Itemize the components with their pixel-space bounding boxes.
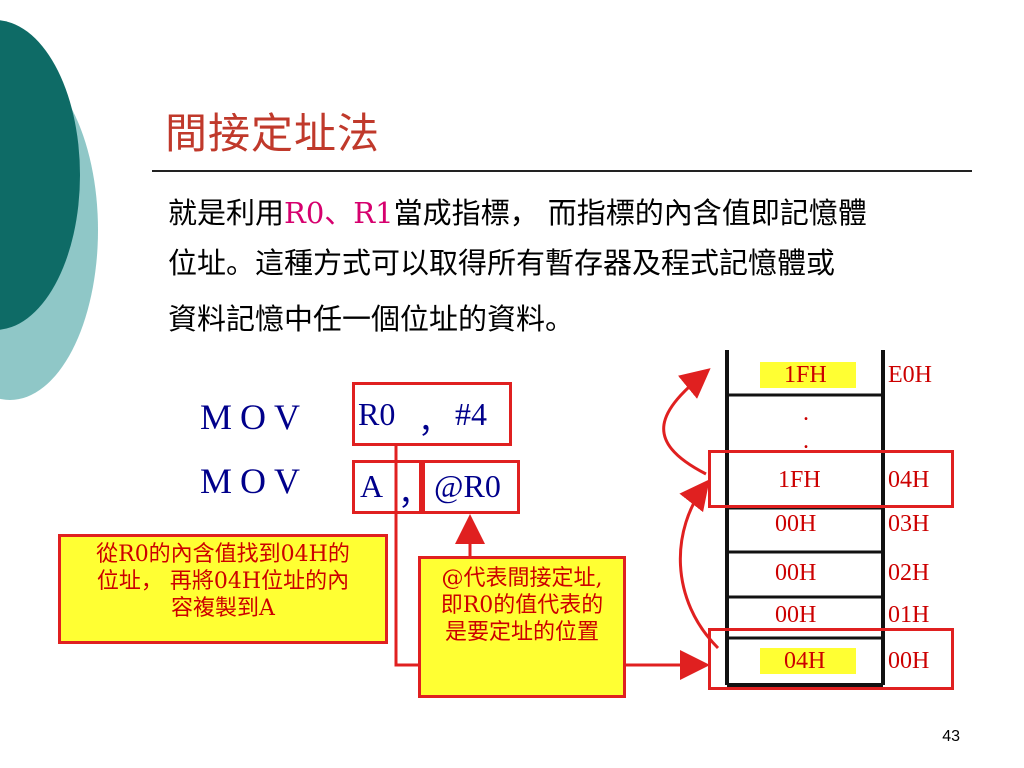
- memory-ellipsis-1: .: [803, 400, 809, 426]
- arrow-up-to-04h: [678, 479, 720, 650]
- register-highlight: R0、R1: [284, 196, 394, 230]
- memory-value-03h: 00H: [775, 511, 817, 537]
- operand-a: A: [360, 468, 384, 504]
- note-left-line-2: 位址， 再將04H位址的內: [96, 569, 350, 594]
- slide-title: 間接定址法: [165, 109, 381, 158]
- memory-top-value: 1FH: [784, 362, 827, 388]
- note-middle-line-2: 即R0的值代表的: [440, 593, 604, 618]
- note-middle-line-3: 是要定址的位置: [444, 620, 599, 645]
- operand-immediate: #4: [455, 396, 487, 432]
- page-number: 43: [942, 728, 960, 745]
- arrow-up-to-e0h: [662, 368, 711, 476]
- paragraph-line-2: 位址。這種方式可以取得所有暫存器及程式記憶體或: [168, 246, 836, 280]
- memory-address-01h: 01H: [888, 602, 930, 628]
- operand-box-r0-imm: [352, 382, 512, 446]
- operand-box-a: [352, 460, 422, 514]
- para-text-1b: 當成指標， 而指標的內含值即記憶體: [393, 196, 867, 230]
- note-middle: @代表間接定址, 即R0的值代表的 是要定址的位置: [418, 556, 626, 698]
- operand-r0: R0: [358, 396, 396, 432]
- memory-bottom-highlight: [760, 648, 856, 674]
- dark-teal-circle: [0, 20, 80, 330]
- memory-address-02h: 02H: [888, 560, 930, 586]
- operand-separator-2: ，: [398, 475, 431, 511]
- operand-box-indirect: [422, 460, 520, 514]
- note-left: 從R0的內含值找到04H的 位址， 再將04H位址的內 容複製到A: [58, 534, 388, 644]
- instruction-2-mnemonic: MOV: [200, 461, 309, 501]
- title-divider: [152, 170, 972, 172]
- note-left-line-1: 從R0的內含值找到04H的: [96, 542, 350, 567]
- operand-separator-1: ，: [418, 403, 451, 439]
- memory-highlight-04h: [708, 450, 954, 508]
- memory-address-00h: 00H: [888, 648, 930, 674]
- operand-indirect-r0: @R0: [434, 468, 501, 504]
- memory-value-04h: 1FH: [778, 467, 821, 493]
- memory-top-highlight: [760, 362, 856, 388]
- memory-address-03h: 03H: [888, 511, 930, 537]
- instruction-1-mnemonic: MOV: [200, 397, 309, 437]
- decorative-circles: [0, 20, 98, 400]
- memory-value-01h: 00H: [775, 602, 817, 628]
- paragraph-line-3: 資料記憶中任一個位址的資料。: [168, 302, 575, 336]
- para-text-1a: 就是利用: [168, 196, 285, 230]
- memory-top-address: E0H: [888, 362, 932, 388]
- memory-value-00h: 04H: [784, 648, 826, 674]
- memory-ellipsis-2: .: [803, 428, 809, 454]
- note-left-line-3: 容複製到A: [171, 596, 275, 621]
- paragraph-line-1: 就是利用R0、R1當成指標， 而指標的內含值即記憶體: [168, 190, 867, 232]
- note-middle-line-1: @代表間接定址,: [441, 566, 603, 591]
- memory-address-04h: 04H: [888, 467, 930, 493]
- memory-value-02h: 00H: [775, 560, 817, 586]
